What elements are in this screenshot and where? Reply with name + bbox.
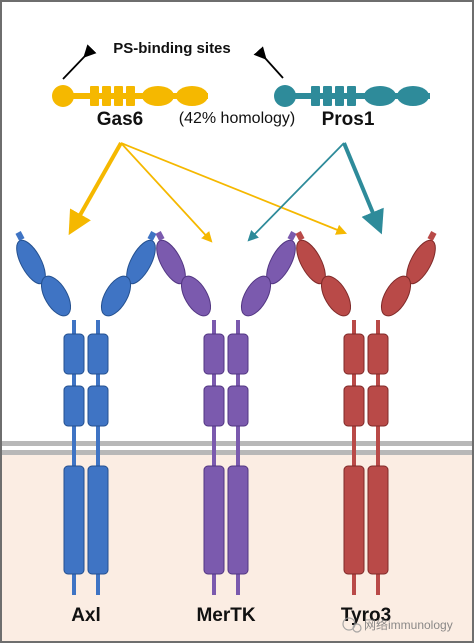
- pros1-label: Pros1: [322, 109, 375, 130]
- gas6-ligand: [52, 85, 208, 107]
- pros1-ligand: [274, 85, 430, 107]
- receptor-mertk-ig2-left: [180, 275, 212, 317]
- receptor-axl-fn2-left: [63, 385, 85, 427]
- receptor-axl-fn1-right: [87, 333, 109, 375]
- receptor-tyro3-fn1-right: [367, 333, 389, 375]
- watermark: 网络immunology: [342, 617, 453, 633]
- receptor-axl-cap-right: [147, 231, 157, 241]
- ps-binding-label: PS-binding sites: [113, 40, 231, 57]
- receptor-axl-ig2-right: [100, 275, 132, 317]
- watermark-text: 网络immunology: [364, 617, 453, 632]
- receptor-tyro3-cap-left: [295, 231, 305, 241]
- receptor-axl-ig2-left: [40, 275, 72, 317]
- receptor-mertk-cap-left: [155, 231, 165, 241]
- receptor-mertk-fn1-right: [227, 333, 249, 375]
- gas6-arrows: [68, 142, 348, 243]
- receptor-mertk-fn2-right: [227, 385, 249, 427]
- ps-arrow-pros1: [253, 46, 284, 79]
- gas6-label: Gas6: [97, 109, 143, 130]
- receptor-tyro3-ig2-right: [380, 275, 412, 317]
- pros1-arrows: [247, 142, 384, 242]
- receptor-axl-cap-left: [15, 231, 25, 241]
- receptor-mertk-fn2-left: [203, 385, 225, 427]
- receptor-axl-fn1-left: [63, 333, 85, 375]
- receptor-tyro3-ig2-left: [320, 275, 352, 317]
- receptor-mertk-kinase-right: [227, 465, 249, 575]
- receptor-tyro3-fn1-left: [343, 333, 365, 375]
- receptor-axl: [15, 231, 157, 595]
- receptor-mertk-kinase-left: [203, 465, 225, 575]
- receptors-group: [15, 231, 437, 595]
- ps-arrow-gas6: [62, 44, 97, 80]
- receptor-tyro3-cap-right: [427, 231, 437, 241]
- receptor-tyro3-fn2-right: [367, 385, 389, 427]
- receptor-tyro3-fn2-left: [343, 385, 365, 427]
- receptor-label-axl: Axl: [71, 605, 101, 626]
- receptor-axl-fn2-right: [87, 385, 109, 427]
- receptor-tyro3-kinase-left: [343, 465, 365, 575]
- receptor-mertk-cap-right: [287, 231, 297, 241]
- receptor-mertk: [155, 231, 297, 595]
- homology-label: (42% homology): [179, 110, 296, 127]
- receptor-mertk-ig2-right: [240, 275, 272, 317]
- receptor-axl-kinase-left: [63, 465, 85, 575]
- receptor-tyro3: [295, 231, 437, 595]
- receptor-tyro3-kinase-right: [367, 465, 389, 575]
- receptor-axl-kinase-right: [87, 465, 109, 575]
- receptor-mertk-fn1-left: [203, 333, 225, 375]
- receptor-label-mertk: MerTK: [196, 605, 255, 626]
